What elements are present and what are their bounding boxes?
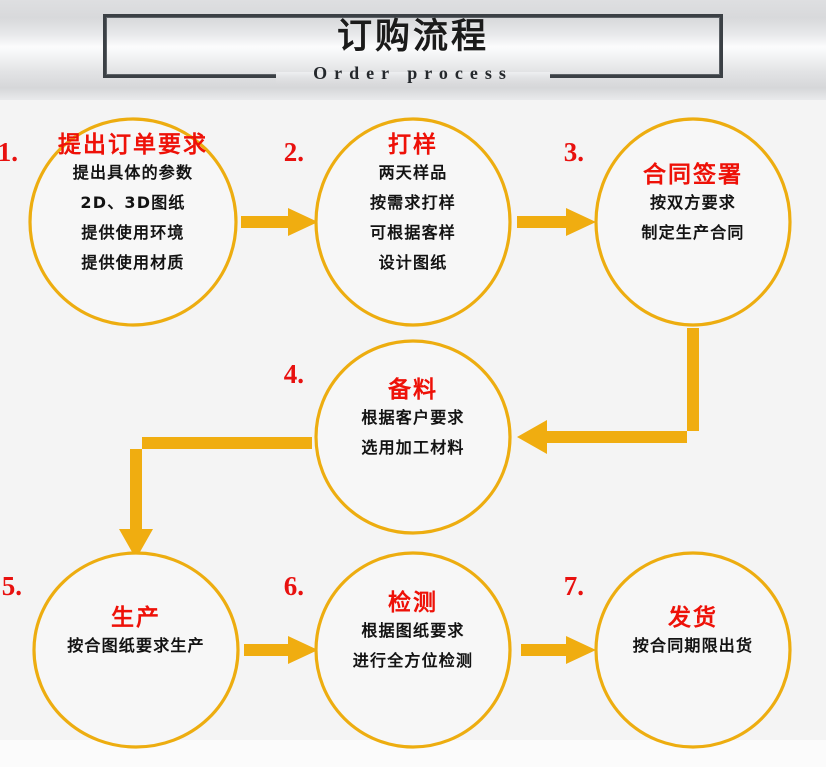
step-6-line-2: 进行全方位检测	[353, 651, 473, 670]
page-subtitle-en: Order process	[313, 63, 513, 83]
step-7-line-1: 按合同期限出货	[633, 636, 753, 655]
step-2-line-2: 按需求打样	[370, 193, 456, 212]
step-6-line-1: 根据图纸要求	[361, 621, 464, 640]
step-title-7: 发货	[667, 604, 718, 631]
arrow-step6-to-step7	[521, 636, 596, 664]
step-1-line-2: 2D、3D图纸	[80, 193, 185, 212]
step-4-line-1: 根据客户要求	[361, 408, 464, 427]
step-4-line-2: 选用加工材料	[361, 438, 464, 457]
step-number-3: 3.	[564, 137, 584, 167]
arrow-step5-to-step6	[244, 636, 318, 664]
page-title-cn: 订购流程	[336, 17, 489, 57]
step-circle-3	[594, 117, 792, 327]
step-number-2: 2.	[284, 137, 304, 167]
step-circle-1	[28, 117, 238, 327]
step-title-4: 备料	[387, 376, 438, 403]
step-2-line-1: 两天样品	[379, 163, 448, 182]
step-title-2: 打样	[388, 131, 438, 158]
step-3-line-1: 按双方要求	[650, 193, 736, 212]
step-2-line-4: 设计图纸	[379, 253, 448, 272]
step-1-line-3: 提供使用环境	[81, 223, 184, 242]
step-title-1: 提出订单要求	[58, 131, 208, 158]
step-circle-7	[594, 551, 792, 749]
step-5-line-1: 按合图纸要求生产	[67, 636, 205, 655]
step-title-3: 合同签署	[643, 161, 743, 188]
step-1-line-4: 提供使用材质	[81, 253, 184, 272]
step-circle-5	[32, 551, 240, 749]
step-3-line-2: 制定生产合同	[641, 223, 744, 242]
step-2-line-3: 可根据客样	[370, 223, 456, 242]
step-circle-2	[314, 117, 512, 327]
step-number-7: 7.	[564, 571, 584, 601]
step-1-line-1: 提出具体的参数	[73, 163, 193, 182]
step-number-5: 5.	[2, 571, 22, 601]
step-number-1: 1.	[0, 137, 18, 167]
step-title-6: 检测	[388, 589, 438, 616]
arrow-step1-to-step2	[241, 208, 318, 236]
arrow-step4-to-step5	[119, 437, 312, 559]
step-number-4: 4.	[284, 359, 304, 389]
header-rule-gap	[276, 72, 550, 84]
step-circle-6	[314, 551, 512, 749]
step-number-6: 6.	[284, 571, 304, 601]
step-circle-4	[314, 339, 512, 535]
arrow-step3-to-step4	[517, 328, 699, 454]
step-title-5: 生产	[111, 604, 161, 631]
header-band: 订购流程 Order process	[0, 0, 826, 100]
arrow-step2-to-step3	[517, 208, 596, 236]
